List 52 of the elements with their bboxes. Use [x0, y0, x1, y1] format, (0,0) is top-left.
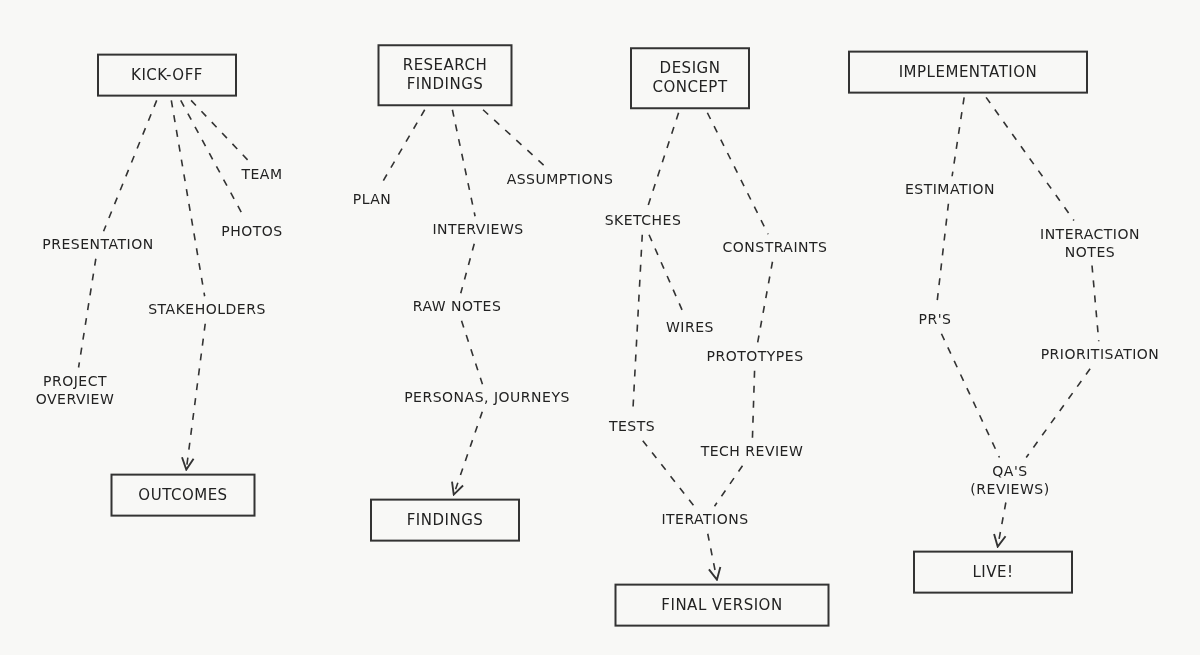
dashed-arrow	[706, 532, 722, 581]
dashed-arrow	[451, 410, 484, 496]
dashed-arrow	[181, 322, 206, 471]
step-label: TECH REVIEW	[698, 442, 806, 462]
step-label: TEAM	[239, 165, 285, 185]
stage-box: DESIGN CONCEPT	[630, 47, 750, 109]
dashed-line	[751, 369, 756, 440]
step-label: STAKEHOLDERS	[146, 300, 268, 320]
step-label: RAW NOTES	[410, 297, 504, 317]
stage-box: RESEARCH FINDINGS	[377, 44, 513, 106]
stage-box: LIVE!	[913, 550, 1073, 594]
dashed-line	[190, 99, 250, 163]
dashed-line	[170, 99, 206, 298]
dashed-line	[1091, 264, 1100, 343]
step-label: PHOTOS	[219, 222, 285, 242]
dashed-line	[102, 99, 158, 233]
step-label: ASSUMPTIONS	[504, 170, 616, 190]
step-label: QA'S (REVIEWS)	[955, 461, 1065, 499]
stage-box: KICK-OFF	[97, 53, 237, 97]
dashed-line	[985, 96, 1075, 222]
step-label: PLAN	[350, 190, 394, 210]
step-label: WIRES	[664, 318, 716, 338]
dashed-line	[940, 332, 1001, 459]
dashed-line	[451, 108, 476, 218]
step-label: ITERATIONS	[659, 510, 751, 530]
dashed-line	[1025, 367, 1091, 459]
step-label: PERSONAS, JOURNEYS	[402, 388, 572, 408]
dashed-line	[756, 260, 774, 345]
stage-box: IMPLEMENTATION	[848, 50, 1088, 94]
stage-box: FINDINGS	[370, 498, 520, 542]
stage-box: FINAL VERSION	[614, 583, 830, 627]
dashed-line	[642, 439, 695, 508]
step-label: SKETCHES	[602, 211, 684, 231]
dashed-line	[713, 464, 744, 508]
step-label: INTERACTION NOTES	[1025, 224, 1155, 262]
dashed-line	[706, 111, 769, 236]
step-label: PRESENTATION	[40, 235, 156, 255]
step-label: ESTIMATION	[902, 180, 998, 200]
step-label: INTERVIEWS	[430, 220, 526, 240]
dashed-line	[482, 108, 546, 168]
dashed-arrow	[993, 501, 1007, 548]
step-label: TESTS	[606, 417, 658, 437]
dashed-line	[460, 319, 484, 386]
step-label: PRIORITISATION	[1038, 345, 1162, 365]
dashed-line	[459, 242, 476, 295]
step-label: PROJECT OVERVIEW	[20, 371, 130, 409]
step-label: PROTOTYPES	[704, 347, 806, 367]
step-label: PR'S	[916, 310, 954, 330]
dashed-line	[951, 96, 965, 178]
dashed-line	[77, 257, 97, 369]
step-label: CONSTRAINTS	[720, 238, 830, 258]
stage-box: OUTCOMES	[110, 473, 256, 517]
